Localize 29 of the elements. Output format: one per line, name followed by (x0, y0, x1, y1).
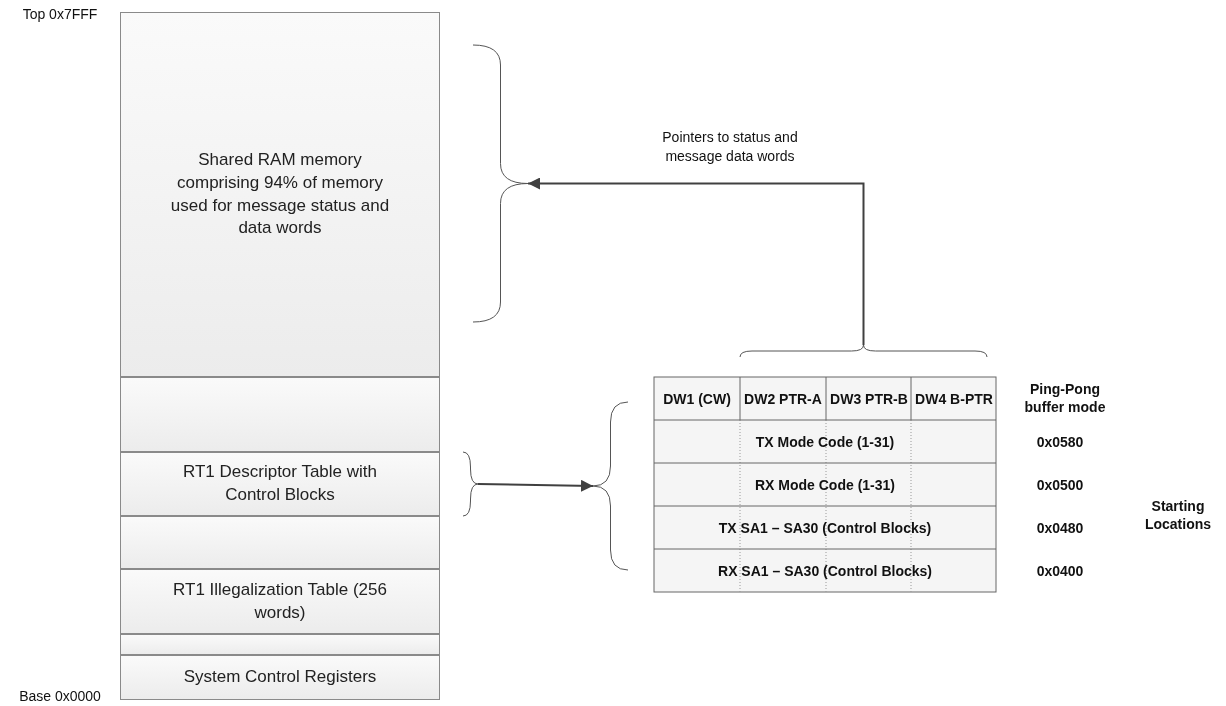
column-header: DW1 (CW) (662, 389, 732, 409)
table-text: Ping-Pong buffer mode (1023, 379, 1107, 417)
memory-region-box (120, 377, 440, 452)
table-text: 0x0500 (1035, 475, 1085, 495)
table-text: RX Mode Code (1-31) (754, 475, 896, 495)
table-text: RX SA1 – SA30 (Control Blocks) (717, 561, 933, 581)
memory-region-box (120, 569, 440, 634)
region-label: Shared RAM memory comprising 94% of memory used for message status and data words (169, 148, 391, 240)
column-header: DW2 PTR-A (743, 389, 823, 409)
table-text: Starting Locations (1143, 496, 1213, 534)
memory-region-box (120, 516, 440, 569)
memory-region-box (120, 452, 440, 516)
column-header: DW4 B-PTR (914, 389, 994, 409)
table-text: 0x0480 (1035, 518, 1085, 538)
address-label: Top 0x7FFF (21, 4, 99, 24)
region-label: RT1 Illegalization Table (256 words) (172, 578, 388, 624)
region-label: System Control Registers (183, 666, 377, 689)
address-label: Base 0x0000 (18, 686, 102, 706)
region-label: RT1 Descriptor Table with Control Blocks (182, 461, 378, 506)
table-text: 0x0400 (1035, 561, 1085, 581)
table-text: TX SA1 – SA30 (Control Blocks) (717, 518, 933, 538)
column-header: DW3 PTR-B (829, 389, 909, 409)
table-text: 0x0580 (1035, 432, 1085, 452)
table-text: TX Mode Code (1-31) (754, 432, 896, 452)
memory-region-box (120, 655, 440, 700)
arrow (527, 177, 865, 346)
arrow (477, 479, 594, 492)
memory-region-box (120, 634, 440, 655)
memory-region-box (120, 12, 440, 377)
